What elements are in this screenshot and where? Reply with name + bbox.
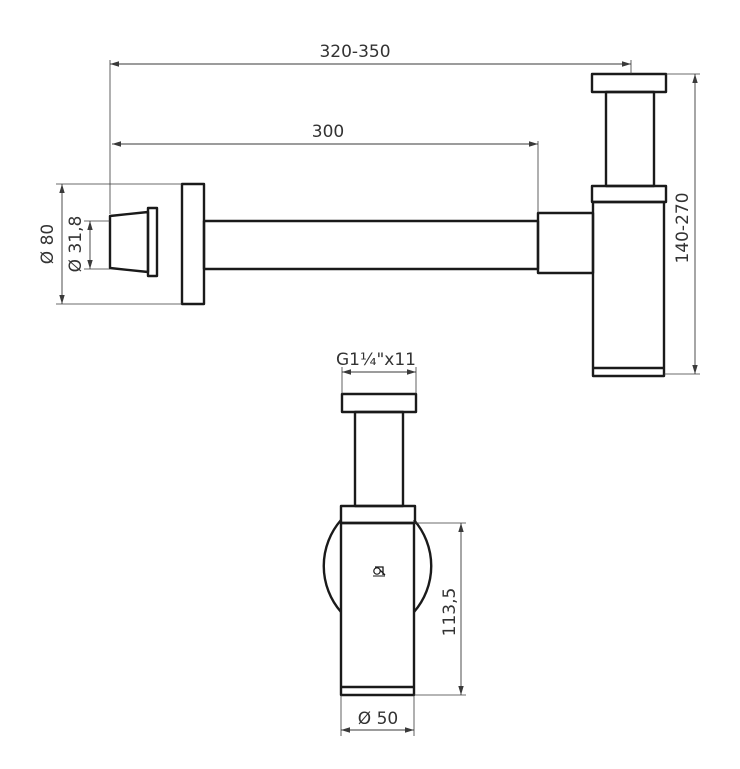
side-view-arm-coupling: [536, 211, 595, 275]
dim-label-pipe-diameter: Ø 31,8: [66, 216, 86, 273]
dim-label-thread-size: G1¼"x11: [336, 350, 416, 370]
dim-label-body-height: 113,5: [440, 588, 460, 637]
side-view-wall-flange: [180, 182, 206, 306]
side-view: [108, 72, 668, 378]
dim-label-overall-length: 320-350: [319, 42, 390, 62]
brand-logo-icon: [373, 566, 386, 577]
dim-label-height-range: 140-270: [673, 192, 693, 263]
dim-label-flange-diameter: Ø 80: [38, 224, 58, 264]
front-view: [322, 392, 433, 697]
side-view-nozzle-collar: [146, 206, 159, 278]
side-view-inlet-nut: [590, 72, 668, 94]
side-view-nozzle: [108, 210, 150, 274]
front-view-dimensions: G1¼"x11 113,5 Ø 50: [336, 350, 466, 736]
front-view-bottle-body: [339, 521, 416, 697]
dim-label-body-diameter: Ø 50: [358, 709, 398, 729]
front-view-inlet-nut: [340, 392, 418, 414]
side-view-body-cap: [590, 184, 668, 204]
side-view-horizontal-arm: [202, 219, 540, 271]
side-view-dimensions: 320-350 300 Ø 80 Ø 31,8 140-270: [38, 42, 700, 375]
front-view-body-cap: [339, 504, 417, 525]
dim-label-arm-length: 300: [312, 122, 344, 142]
side-view-bottle-body: [591, 200, 666, 378]
front-view-wall-rosette: [322, 519, 342, 613]
front-view-inlet-pipe: [353, 410, 405, 508]
side-view-inlet-pipe: [604, 90, 656, 188]
